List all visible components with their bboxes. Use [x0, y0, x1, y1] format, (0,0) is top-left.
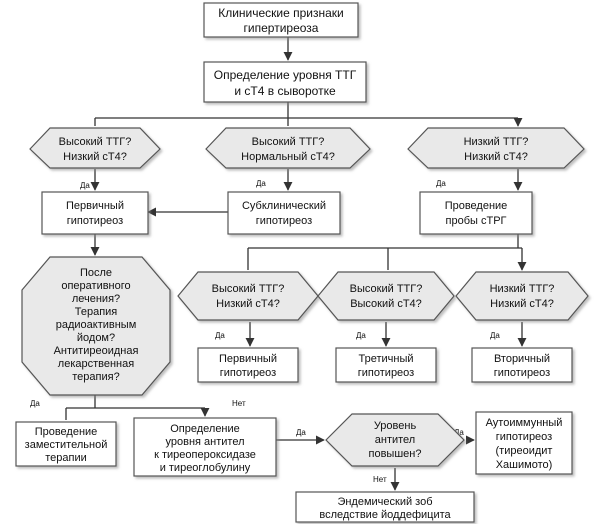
svg-text:гипертиреоза: гипертиреоза [244, 21, 319, 35]
node-primary-hypothyroidism-2: Первичный гипотиреоз [197, 347, 299, 383]
svg-text:Низкий ТТГ?: Низкий ТТГ? [464, 136, 529, 148]
node-primary-hypothyroidism: Первичный гипотиреоз [41, 191, 149, 235]
decision2-high-tsh-low-t4: Высокий ТТГ? Низкий сТ4? [177, 271, 319, 321]
edge-labels: Да Да Да Да Да Да Да Нет Да Да Нет [30, 179, 500, 484]
svg-text:Определение уровня ТТГ: Определение уровня ТТГ [214, 68, 357, 82]
svg-text:пробы сТРГ: пробы сТРГ [446, 215, 507, 227]
label-yes-q23: Да [490, 331, 500, 340]
svg-text:повышен?: повышен? [369, 448, 422, 460]
svg-text:заместительной: заместительной [25, 439, 108, 451]
decision-high-tsh-normal-t4: Высокий ТТГ? Нормальный сТ4? [205, 127, 371, 169]
decision-low-tsh-low-t4: Низкий ТТГ? Низкий сТ4? [407, 127, 585, 169]
svg-text:Первичный: Первичный [66, 200, 124, 212]
svg-text:гипотиреоз: гипотиреоз [496, 431, 552, 443]
svg-text:антител: антител [375, 434, 415, 446]
node-subclinical-hypothyroidism: Субклинический гипотиреоз [227, 191, 341, 235]
svg-text:Антитиреоидная: Антитиреоидная [54, 345, 139, 357]
svg-text:Третичный: Третичный [358, 353, 413, 365]
svg-text:гипотиреоз: гипотиреоз [220, 367, 276, 379]
svg-text:После: После [80, 267, 112, 279]
svg-text:Проведение: Проведение [35, 426, 98, 438]
decision-antibodies-elevated: Уровень антител повышен? [325, 413, 465, 467]
edge-measure-to-split [94, 102, 518, 126]
svg-text:Высокий сТ4?: Высокий сТ4? [350, 298, 422, 310]
svg-text:гипотиреоз: гипотиреоз [67, 215, 123, 227]
svg-text:Низкий ТТГ?: Низкий ТТГ? [490, 283, 555, 295]
svg-text:оперативного: оперативного [61, 280, 130, 292]
node-antibody-test: Определение уровня антител к тиреоперокс… [133, 417, 277, 477]
svg-text:Эндемический зоб: Эндемический зоб [337, 496, 432, 508]
svg-text:гипотиреоз: гипотиреоз [256, 215, 312, 227]
node-replacement-therapy: Проведение заместительной терапии [15, 421, 117, 467]
node-autoimmune-thyroiditis: Аутоиммунный гипотиреоз (тиреоидит Хашим… [475, 411, 573, 475]
node-clinical-signs: Клинические признаки гипертиреоза [203, 2, 359, 38]
svg-text:Вторичный: Вторичный [494, 353, 550, 365]
svg-text:Нормальный сТ4?: Нормальный сТ4? [241, 151, 335, 163]
svg-text:и сТ4 в сыворотке: и сТ4 в сыворотке [234, 84, 336, 98]
edge-posttreatment-split [65, 395, 205, 420]
svg-text:и тиреоглобулину: и тиреоглобулину [160, 462, 251, 474]
svg-text:гипотиреоз: гипотиреоз [358, 367, 414, 379]
decision2-low-tsh-low-t4: Низкий ТТГ? Низкий сТ4? [455, 271, 589, 321]
node-tsh-t4-measure: Определение уровня ТТГ и сТ4 в сыворотке [203, 61, 367, 103]
label-no-posttreatment: Нет [232, 399, 246, 408]
node-tertiary-hypothyroidism: Третичный гипотиреоз [335, 347, 437, 383]
edges [65, 37, 522, 491]
svg-text:вследствие йоддефицита: вследствие йоддефицита [319, 509, 451, 521]
svg-text:Клинические признаки: Клинические признаки [218, 6, 344, 20]
label-no-goiter: Нет [373, 475, 387, 484]
svg-text:уровня антител: уровня антител [165, 436, 244, 448]
decision2-high-tsh-high-t4: Высокий ТТГ? Высокий сТ4? [317, 271, 455, 321]
svg-text:Аутоиммунный: Аутоиммунный [486, 417, 563, 429]
svg-text:Проведение: Проведение [445, 200, 508, 212]
svg-text:лечения?: лечения? [72, 293, 120, 305]
node-endemic-goiter: Эндемический зоб вследствие йоддефицита [295, 491, 475, 523]
svg-text:лекарственная: лекарственная [58, 358, 134, 370]
svg-text:Высокий ТТГ?: Высокий ТТГ? [59, 136, 132, 148]
label-yes-q22: Да [356, 331, 366, 340]
svg-text:Первичный: Первичный [219, 353, 277, 365]
svg-text:Высокий ТТГ?: Высокий ТТГ? [252, 136, 325, 148]
label-yes-q2: Да [256, 179, 266, 188]
decision-high-tsh-low-t4: Высокий ТТГ? Низкий сТ4? [29, 127, 161, 169]
node-secondary-hypothyroidism: Вторичный гипотиреоз [471, 347, 573, 383]
svg-text:Низкий сТ4?: Низкий сТ4? [490, 298, 554, 310]
svg-text:терапии: терапии [45, 452, 87, 464]
svg-text:радиоактивным: радиоактивным [56, 319, 137, 331]
svg-text:(тиреоидит: (тиреоидит [496, 445, 553, 457]
svg-text:Низкий сТ4?: Низкий сТ4? [63, 151, 127, 163]
node-trh-test: Проведение пробы сТРГ [419, 191, 533, 235]
svg-text:Определение: Определение [170, 423, 240, 435]
label-yes-autoimmune: Да [454, 428, 464, 437]
svg-text:Субклинический: Субклинический [242, 200, 326, 212]
svg-text:Низкий сТ4?: Низкий сТ4? [464, 151, 528, 163]
svg-text:Терапия: Терапия [75, 306, 118, 318]
label-yes-q3: Да [436, 179, 446, 188]
label-yes-posttreatment: Да [30, 399, 40, 408]
svg-text:Высокий ТТГ?: Высокий ТТГ? [212, 283, 285, 295]
svg-text:Уровень: Уровень [374, 420, 417, 432]
decision-post-treatment: После оперативного лечения? Терапия ради… [21, 256, 171, 396]
svg-text:к тиреопероксидазе: к тиреопероксидазе [154, 449, 256, 461]
svg-text:Низкий сТ4?: Низкий сТ4? [216, 298, 280, 310]
label-yes-q21: Да [215, 331, 225, 340]
label-yes-q1: Да [80, 181, 90, 190]
label-yes-antibody: Да [296, 428, 306, 437]
svg-text:Высокий ТТГ?: Высокий ТТГ? [350, 283, 423, 295]
svg-text:гипотиреоз: гипотиреоз [494, 367, 550, 379]
edge-trh-to-second-split [247, 234, 522, 270]
svg-text:Хашимото): Хашимото) [496, 459, 553, 471]
svg-text:терапия?: терапия? [72, 371, 119, 383]
svg-text:йодом?: йодом? [77, 332, 115, 344]
